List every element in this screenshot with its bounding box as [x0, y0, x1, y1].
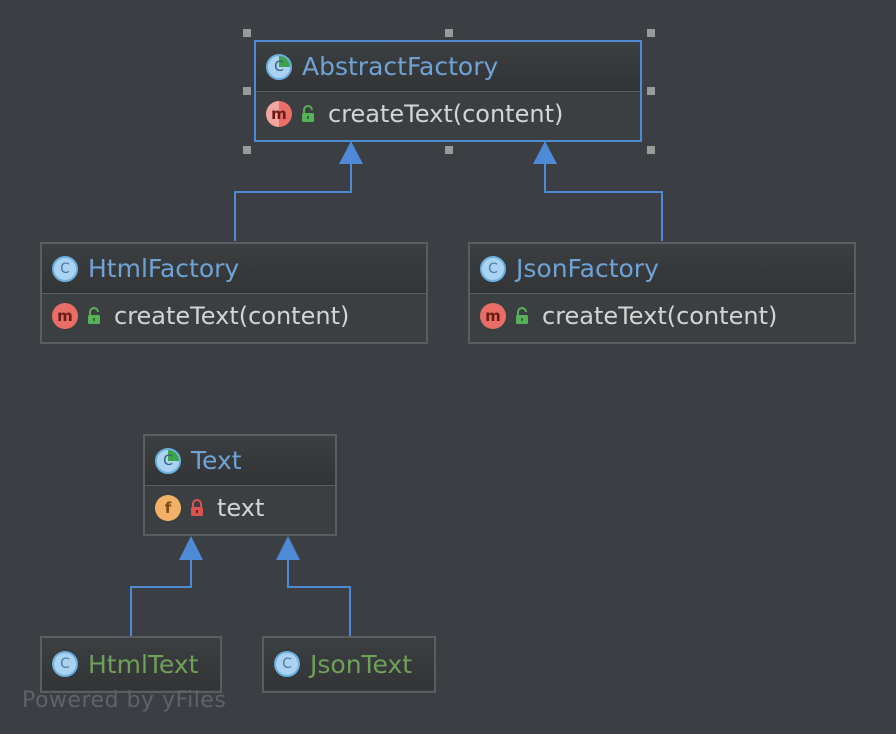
abstract-class-icon: C — [155, 447, 181, 474]
private-lock-icon — [189, 499, 205, 517]
arrowhead-abstractfactory-right — [533, 141, 557, 164]
method-icon: m — [52, 303, 78, 329]
powered-by-label: Powered by yFiles — [22, 688, 227, 713]
class-header: C JsonFactory — [470, 244, 854, 294]
selection-handle[interactable] — [243, 146, 251, 154]
selection-handle[interactable] — [243, 87, 251, 95]
class-name: JsonText — [310, 649, 413, 679]
class-name: HtmlText — [88, 649, 199, 679]
class-node-htmlfactory[interactable]: C HtmlFactory m createText(content) — [40, 242, 428, 344]
method-name: createText(content) — [542, 302, 778, 330]
selection-handle[interactable] — [647, 87, 655, 95]
method-name: createText(content) — [114, 302, 350, 330]
class-name: HtmlFactory — [88, 254, 240, 283]
class-header: C AbstractFactory — [256, 42, 640, 92]
abstract-class-icon: C — [266, 53, 292, 80]
class-header: C JsonText — [264, 638, 434, 690]
field-row[interactable]: f text — [145, 486, 335, 530]
class-icon: C — [52, 255, 78, 282]
class-node-htmltext[interactable]: C HtmlText — [40, 636, 222, 693]
public-lock-open-icon — [300, 105, 316, 123]
method-name: createText(content) — [328, 100, 564, 128]
public-lock-open-icon — [86, 307, 102, 325]
method-icon: m — [480, 303, 506, 329]
edge-htmlfactory-abstractfactory — [234, 162, 352, 241]
method-row[interactable]: m createText(content) — [42, 294, 426, 338]
arrowhead-abstractfactory-left — [339, 141, 363, 164]
class-node-jsonfactory[interactable]: C JsonFactory m createText(content) — [468, 242, 856, 344]
class-node-abstractfactory[interactable]: C AbstractFactory m createText(content) — [254, 40, 642, 142]
class-icon: C — [480, 255, 506, 282]
class-header: C HtmlText — [42, 638, 220, 690]
class-icon: C — [274, 651, 300, 677]
method-row[interactable]: m createText(content) — [470, 294, 854, 338]
abstract-method-icon: m — [266, 101, 292, 127]
class-name: Text — [191, 446, 242, 475]
class-header: C HtmlFactory — [42, 244, 426, 294]
class-name: AbstractFactory — [302, 52, 499, 81]
field-icon: f — [155, 495, 181, 521]
edge-jsonfactory-abstractfactory — [544, 162, 663, 241]
class-node-text[interactable]: C Text f text — [143, 434, 337, 536]
public-lock-open-icon — [514, 307, 530, 325]
selection-handle[interactable] — [243, 29, 251, 37]
field-name: text — [217, 494, 265, 522]
class-icon: C — [52, 651, 78, 677]
arrowhead-text-right — [276, 536, 300, 560]
selection-handle[interactable] — [647, 29, 655, 37]
arrowhead-text-left — [179, 536, 203, 560]
selection-handle[interactable] — [647, 146, 655, 154]
selection-handle[interactable] — [445, 146, 453, 154]
class-node-jsontext[interactable]: C JsonText — [262, 636, 436, 693]
edge-htmltext-text — [130, 558, 192, 636]
edge-jsontext-text — [287, 558, 351, 636]
method-row[interactable]: m createText(content) — [256, 92, 640, 136]
selection-handle[interactable] — [445, 29, 453, 37]
class-name: JsonFactory — [516, 254, 659, 283]
class-header: C Text — [145, 436, 335, 486]
